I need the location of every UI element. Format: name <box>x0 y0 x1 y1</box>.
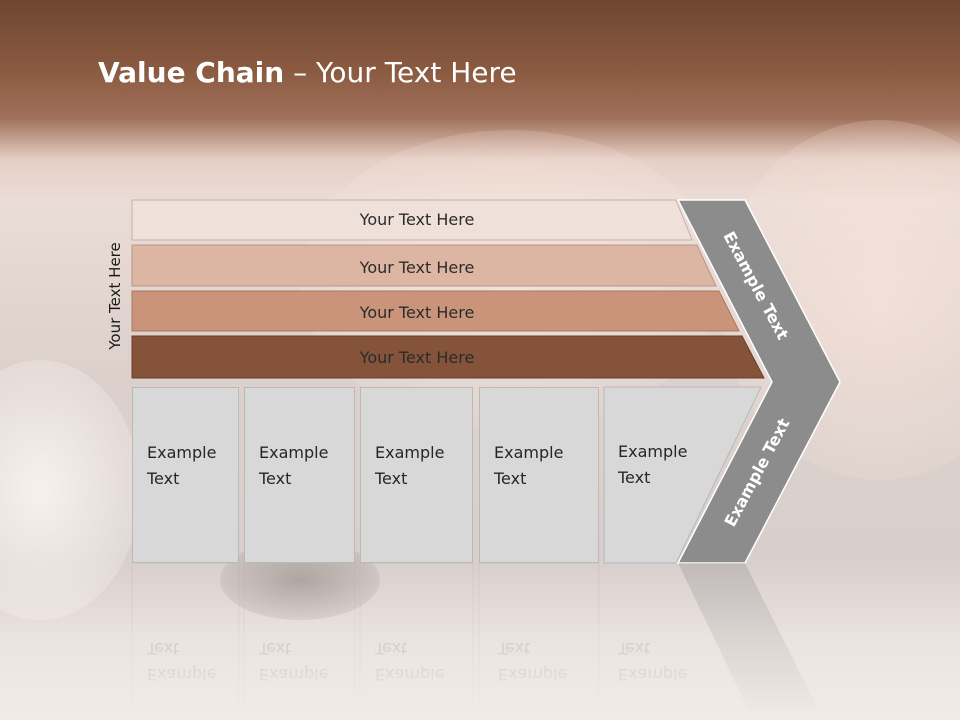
column-4-line1: Example <box>494 443 564 462</box>
title-rest: – Your Text Here <box>284 56 517 89</box>
column-1-line2: Text <box>147 469 180 488</box>
column-5-line1: Example <box>618 442 688 461</box>
column-1-line1: Example <box>147 443 217 462</box>
column-3-line1: Example <box>375 443 445 462</box>
bar-3-label: Your Text Here <box>359 303 475 322</box>
column-2-line2: Text <box>259 469 292 488</box>
column-4-line2: Text <box>494 469 527 488</box>
bar-4-shape <box>131 335 765 379</box>
column-2-line1: Example <box>259 443 329 462</box>
reflection-shapes <box>131 563 820 714</box>
bar-2-label: Your Text Here <box>359 258 475 277</box>
bar-1-shape <box>131 199 693 241</box>
title-bold: Value Chain <box>98 56 285 89</box>
column-3-line2: Text <box>375 469 408 488</box>
column-5-line2: Text <box>618 468 651 487</box>
page-title: Value Chain – Your Text Here <box>98 56 517 89</box>
last-column-shape <box>603 386 762 564</box>
bar-4-label: Your Text Here <box>359 348 475 367</box>
chevron-shape <box>676 199 841 564</box>
bar-3-shape <box>131 290 740 332</box>
bar-1-label: Your Text Here <box>359 210 475 229</box>
bar-2-shape <box>131 244 717 287</box>
